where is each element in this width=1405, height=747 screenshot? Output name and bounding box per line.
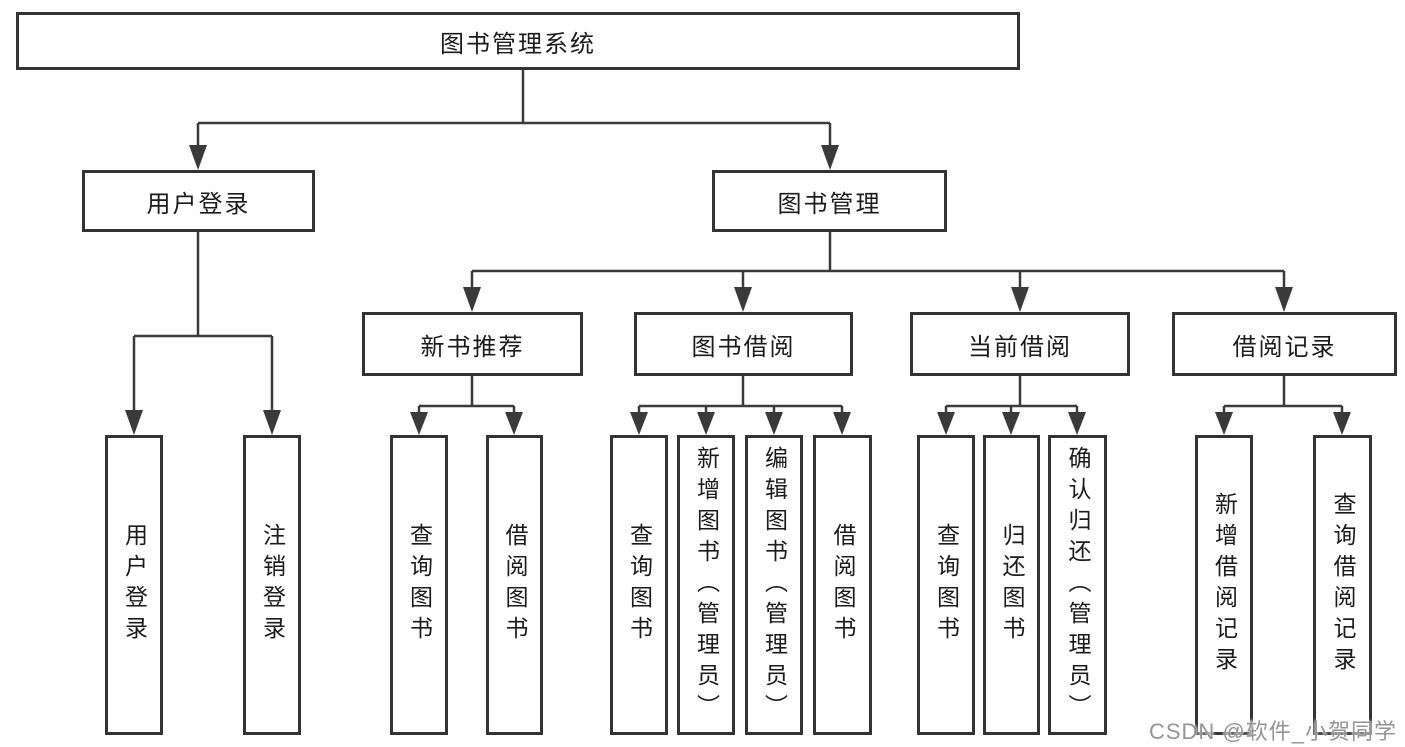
node-leaf-user-login: 用户登录 <box>105 435 163 735</box>
connector-new-book-rec-to-leaves <box>417 376 516 416</box>
arrowhead <box>1002 412 1020 435</box>
connector-root-to-level2 <box>196 70 832 150</box>
arrowhead <box>1215 412 1233 435</box>
node-leaf-add-book-admin: 新增图书（管理员） <box>677 435 735 735</box>
node-leaf-borrow-books-recommend: 借阅图书 <box>486 435 543 735</box>
node-book-management: 图书管理 <box>712 170 947 232</box>
arrowhead <box>630 412 648 435</box>
node-borrow-records: 借阅记录 <box>1172 312 1397 376</box>
arrowhead <box>734 287 752 312</box>
node-leaf-edit-book-admin: 编辑图书（管理员） <box>745 435 803 735</box>
arrowhead <box>1333 412 1351 435</box>
node-leaf-query-books-current: 查询图书 <box>917 435 975 735</box>
node-leaf-return-books: 归还图书 <box>983 435 1040 735</box>
arrowhead <box>821 145 839 170</box>
node-root-system: 图书管理系统 <box>16 12 1020 70</box>
arrowhead <box>1068 412 1086 435</box>
node-leaf-confirm-return-admin: 确认归还（管理员） <box>1048 435 1107 735</box>
connector-book-borrow-to-leaves <box>637 376 844 416</box>
arrowhead <box>697 412 715 435</box>
node-leaf-borrow-books: 借阅图书 <box>813 435 872 735</box>
node-leaf-add-borrow-record: 新增借阅记录 <box>1195 435 1253 735</box>
arrowhead <box>263 410 281 435</box>
arrowhead <box>833 412 851 435</box>
arrowhead <box>189 145 207 170</box>
arrowhead <box>125 410 143 435</box>
node-leaf-query-borrow-record: 查询借阅记录 <box>1313 435 1372 735</box>
connector-current-borrow-to-leaves <box>944 376 1079 416</box>
node-user-login: 用户登录 <box>82 170 315 232</box>
arrowhead <box>1011 287 1029 312</box>
arrowhead <box>463 287 481 312</box>
arrowhead <box>937 412 955 435</box>
csdn-watermark: CSDN @软件_小贺同学 <box>1148 719 1397 744</box>
node-new-book-recommend: 新书推荐 <box>362 312 583 376</box>
node-current-borrow: 当前借阅 <box>910 312 1130 376</box>
arrowhead <box>765 412 783 435</box>
node-leaf-query-books-recommend: 查询图书 <box>390 435 448 735</box>
node-leaf-query-books-borrow: 查询图书 <box>610 435 668 735</box>
node-book-borrow: 图书借阅 <box>634 312 853 376</box>
arrowhead <box>410 412 428 435</box>
node-leaf-logout: 注销登录 <box>243 435 301 735</box>
connector-book-mgmt-to-level3 <box>470 232 1286 292</box>
arrowhead <box>1275 287 1293 312</box>
connector-user-login-to-leaves <box>132 232 274 414</box>
connector-borrow-records-to-leaves <box>1222 376 1344 416</box>
arrowhead <box>505 412 523 435</box>
